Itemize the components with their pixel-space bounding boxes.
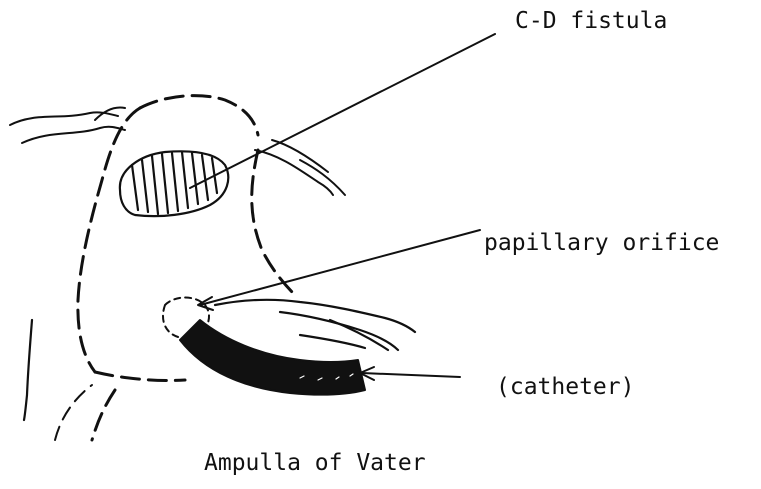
left-vertical-mark [24,320,32,420]
orifice-pointer [198,230,480,310]
catheter-shape [180,320,365,395]
label-catheter: (catheter) [496,376,634,399]
lower-right-tissue-strokes [215,300,415,350]
label-cd-fistula: C-D fistula [515,10,667,33]
fistula-pointer-line [190,34,495,188]
left-tissue-strokes [10,108,125,144]
caption-ampulla-of-vater: Ampulla of Vater [204,452,426,475]
lower-left-curve [55,385,92,440]
fistula-shape [120,151,228,216]
catheter-pointer [360,367,460,380]
label-papillary-orifice: papillary orifice [484,232,719,255]
